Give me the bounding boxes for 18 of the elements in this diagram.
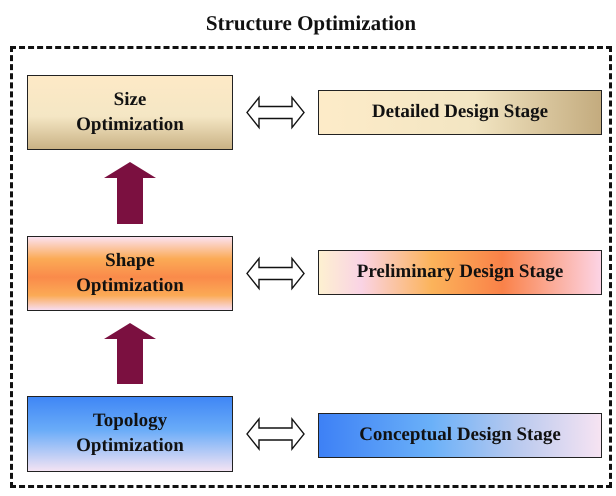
double-arrow [246,417,305,451]
frame-heading: Structure Optimization [204,11,418,36]
box-label: Detailed Design Stage [372,100,548,124]
double-arrow [246,256,305,290]
stage-box [318,90,602,135]
block-arrow [104,323,156,384]
stage-box [27,75,233,150]
box-label: Topology Optimization [75,409,185,458]
double-arrow [246,96,305,130]
stage-box [318,413,602,458]
box-label: Conceptual Design Stage [359,423,561,448]
stage-box [27,236,233,311]
stage-box [27,396,233,472]
box-label: Shape Optimization [75,248,185,298]
box-label: Preliminary Design Stage [356,260,564,284]
block-arrow [104,162,156,224]
stage-box [318,250,602,295]
box-label: Size Optimization [75,88,185,136]
